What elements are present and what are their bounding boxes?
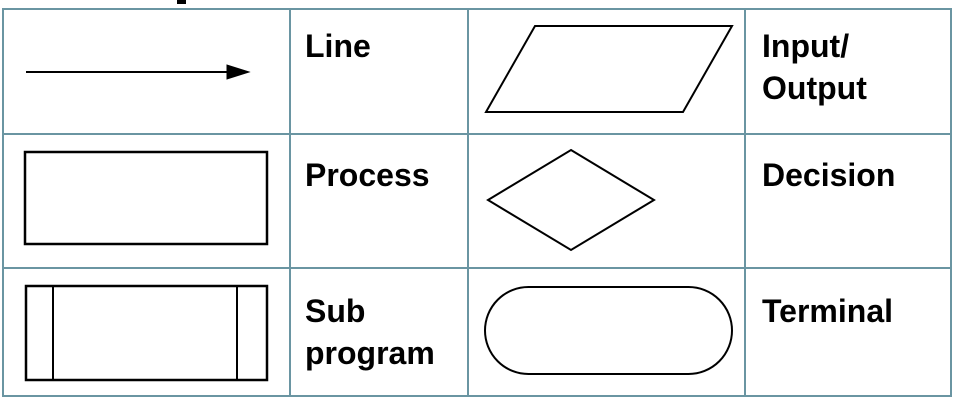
label-input-output-line2: Output bbox=[762, 70, 867, 106]
label-cell-decision: Decision bbox=[746, 135, 950, 269]
symbol-cell-subprogram bbox=[4, 269, 291, 395]
decision-diamond-icon bbox=[486, 148, 656, 252]
label-line: Line bbox=[305, 28, 371, 64]
symbol-cell-input-output bbox=[469, 10, 746, 135]
cropped-glyph-fragment bbox=[177, 0, 186, 4]
label-cell-process: Process bbox=[291, 135, 469, 269]
flowchart-symbols-table: Line Input/ Output Process Decision bbox=[2, 8, 952, 397]
symbol-cell-line bbox=[4, 10, 291, 135]
label-cell-line: Line bbox=[291, 10, 469, 135]
label-terminal: Terminal bbox=[762, 293, 893, 329]
label-cell-terminal: Terminal bbox=[746, 269, 950, 395]
label-input-output-line1: Input/ bbox=[762, 28, 850, 64]
label-cell-subprogram: Sub program bbox=[291, 269, 469, 395]
label-process: Process bbox=[305, 157, 430, 193]
label-cell-input-output: Input/ Output bbox=[746, 10, 950, 135]
flow-line-arrow-icon bbox=[26, 64, 251, 80]
label-subprogram-line1: Sub bbox=[305, 293, 366, 329]
subprogram-rectangle-icon bbox=[24, 284, 269, 382]
symbol-cell-process bbox=[4, 135, 291, 269]
label-subprogram-line2: program bbox=[305, 335, 435, 371]
label-decision: Decision bbox=[762, 157, 896, 193]
symbol-cell-terminal bbox=[469, 269, 746, 395]
symbol-cell-decision bbox=[469, 135, 746, 269]
terminal-stadium-icon bbox=[484, 286, 733, 375]
input-output-parallelogram-icon bbox=[484, 25, 734, 113]
process-rectangle-icon bbox=[23, 150, 269, 246]
